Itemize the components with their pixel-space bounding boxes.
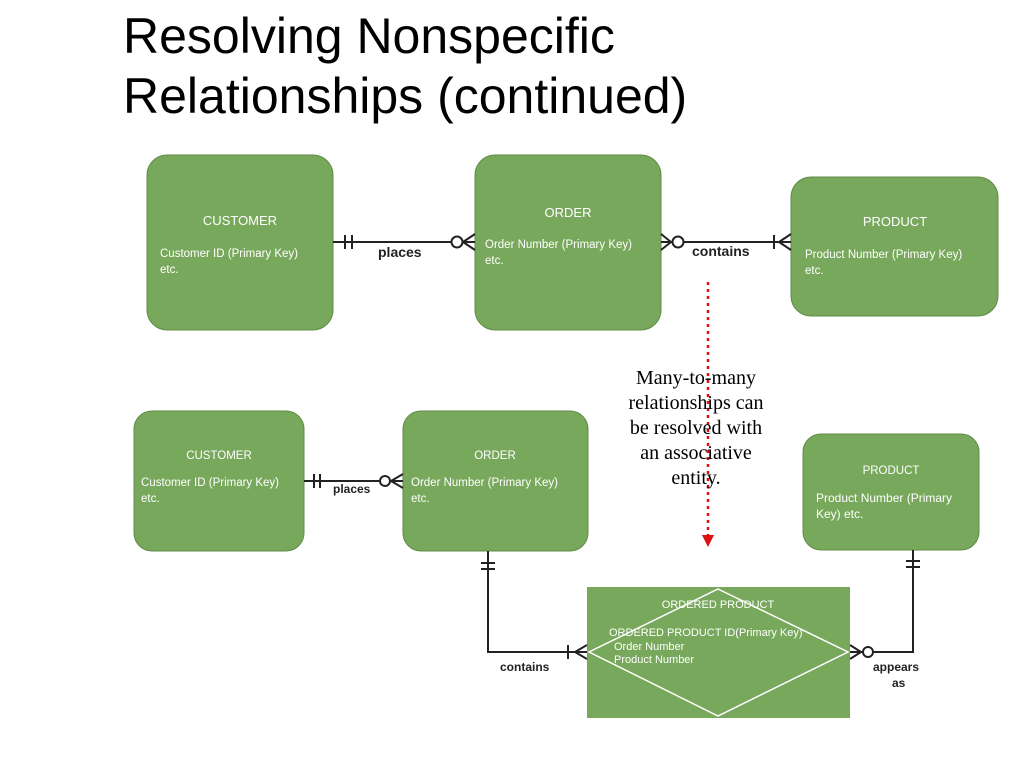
bottom-product-attr-2: Key) etc. [816,507,863,521]
note-line-2: relationships can [628,392,764,414]
bottom-customer-attr-2: etc. [141,493,160,505]
note-line-4: an associative [640,442,752,464]
bottom-rel-contains: contains [500,660,550,674]
top-product-attr-1: Product Number (Primary Key) [805,249,962,261]
bottom-contains-connector: contains [481,551,588,674]
bottom-product-name: PRODUCT [863,465,920,477]
top-customer-attr-2: etc. [160,264,179,276]
top-rel-places: places [378,244,422,260]
red-dotted-arrow [702,282,714,547]
top-product-name: PRODUCT [863,214,927,229]
ordered-product-attr-1: ORDERED PRODUCT ID(Primary Key) [609,627,803,639]
top-places-connector: places [333,233,476,260]
note-line-5: entity. [671,467,721,489]
top-order-entity: ORDER Order Number (Primary Key) etc. [474,154,662,331]
annotation-note: Many-to-many relationships can be resolv… [596,366,796,491]
bottom-product-attr-1: Product Number (Primary [816,491,952,505]
top-order-attr-1: Order Number (Primary Key) [485,239,632,251]
title-line-2: Relationships (continued) [123,68,688,124]
bottom-customer-attr-1: Customer ID (Primary Key) [141,477,279,489]
bottom-order-name: ORDER [474,450,516,462]
top-rel-contains: contains [692,243,750,259]
top-customer-name: CUSTOMER [203,213,277,228]
bottom-rel-places: places [333,482,371,496]
ordered-product-attr-2: Order Number [614,641,685,653]
ordered-product-name: ORDERED PRODUCT [662,599,775,611]
note-line-3: be resolved with [629,417,763,439]
title-line-1: Resolving Nonspecific [123,8,615,64]
bottom-appears-as-connector: appears as [849,550,920,690]
top-customer-attr-1: Customer ID (Primary Key) [160,248,298,260]
top-product-attr-2: etc. [805,265,824,277]
top-order-attr-2: etc. [485,255,504,267]
bottom-customer-name: CUSTOMER [186,450,252,462]
top-customer-entity: CUSTOMER Customer ID (Primary Key) etc. [146,154,334,331]
bottom-rel-as: as [892,676,906,690]
top-order-name: ORDER [545,205,592,220]
slide-title: Resolving Nonspecific Relationships (con… [123,6,983,126]
bottom-product-entity: PRODUCT Product Number (Primary Key) etc… [802,433,980,551]
bottom-order-attr-2: etc. [411,493,430,505]
bottom-order-entity: ORDER Order Number (Primary Key) etc. [402,410,589,552]
top-contains-connector: contains [660,233,792,259]
bottom-customer-entity: CUSTOMER Customer ID (Primary Key) etc. [133,410,305,552]
note-line-1: Many-to-many [636,367,756,389]
bottom-places-connector: places [304,473,404,496]
ordered-product-attr-3: Product Number [614,654,694,666]
ordered-product-entity: ORDERED PRODUCT ORDERED PRODUCT ID(Prima… [587,587,850,718]
top-product-entity: PRODUCT Product Number (Primary Key) etc… [790,176,999,317]
bottom-order-attr-1: Order Number (Primary Key) [411,477,558,489]
bottom-rel-appears: appears [873,660,919,674]
